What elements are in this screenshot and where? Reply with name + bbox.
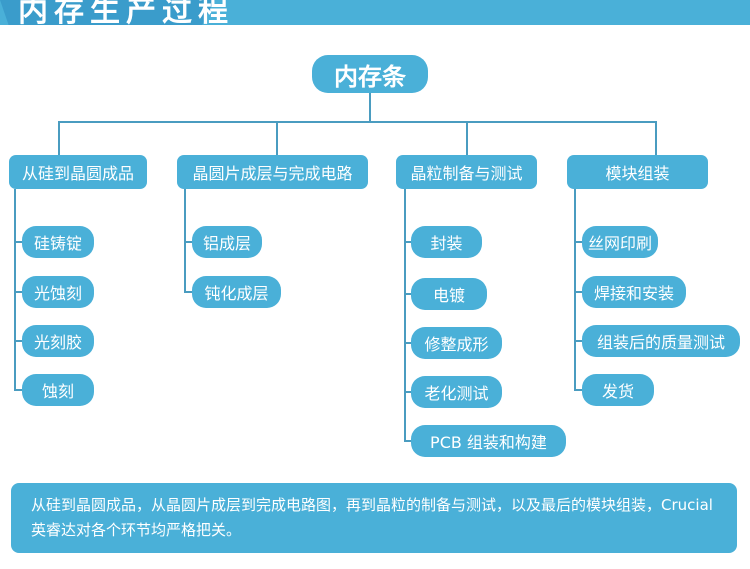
header-title-tab — [0, 0, 215, 25]
step-node: 老化测试 — [411, 376, 502, 408]
connector — [14, 291, 22, 293]
step-node: 光蚀刻 — [22, 276, 94, 308]
connector — [404, 342, 411, 344]
category-node: 晶圆片成层与完成电路 — [177, 155, 368, 189]
step-node: 铝成层 — [192, 226, 262, 258]
page-title: 内存生产过程 — [18, 0, 234, 29]
connector — [466, 121, 468, 155]
root-node: 内存条 — [312, 55, 428, 93]
step-node: 电镀 — [411, 278, 487, 310]
connector — [404, 293, 411, 295]
connector — [14, 241, 22, 243]
step-node: 发货 — [582, 374, 654, 406]
connector — [369, 93, 371, 122]
connector — [574, 241, 582, 243]
category-node: 从硅到晶圆成品 — [9, 155, 147, 189]
connector — [184, 241, 192, 243]
connector — [14, 389, 22, 391]
step-node: 蚀刻 — [22, 374, 94, 406]
connector — [404, 241, 411, 243]
connector — [574, 389, 582, 391]
connector — [574, 189, 576, 390]
step-node: 丝网印刷 — [582, 226, 658, 258]
step-node: 光刻胶 — [22, 325, 94, 357]
category-node: 模块组装 — [567, 155, 708, 189]
connector — [655, 121, 657, 155]
connector — [404, 189, 406, 441]
connector — [184, 291, 192, 293]
connector — [574, 291, 582, 293]
step-node: 修整成形 — [411, 327, 502, 359]
step-node: 钝化成层 — [192, 276, 281, 308]
connector — [58, 121, 60, 155]
connector — [404, 440, 411, 442]
connector — [184, 189, 186, 292]
connector — [14, 340, 22, 342]
step-node: PCB 组装和构建 — [411, 425, 566, 457]
step-node: 封装 — [411, 226, 482, 258]
step-node: 焊接和安装 — [582, 276, 686, 308]
summary-note: 从硅到晶圆成品，从晶圆片成层到完成电路图，再到晶粒的制备与测试，以及最后的模块组… — [11, 483, 737, 553]
connector — [58, 121, 656, 123]
category-node: 晶粒制备与测试 — [396, 155, 537, 189]
connector — [404, 391, 411, 393]
step-node: 硅铸锭 — [22, 226, 94, 258]
connector — [276, 121, 278, 155]
connector — [14, 189, 16, 390]
step-node: 组装后的质量测试 — [582, 325, 740, 357]
connector — [574, 340, 582, 342]
